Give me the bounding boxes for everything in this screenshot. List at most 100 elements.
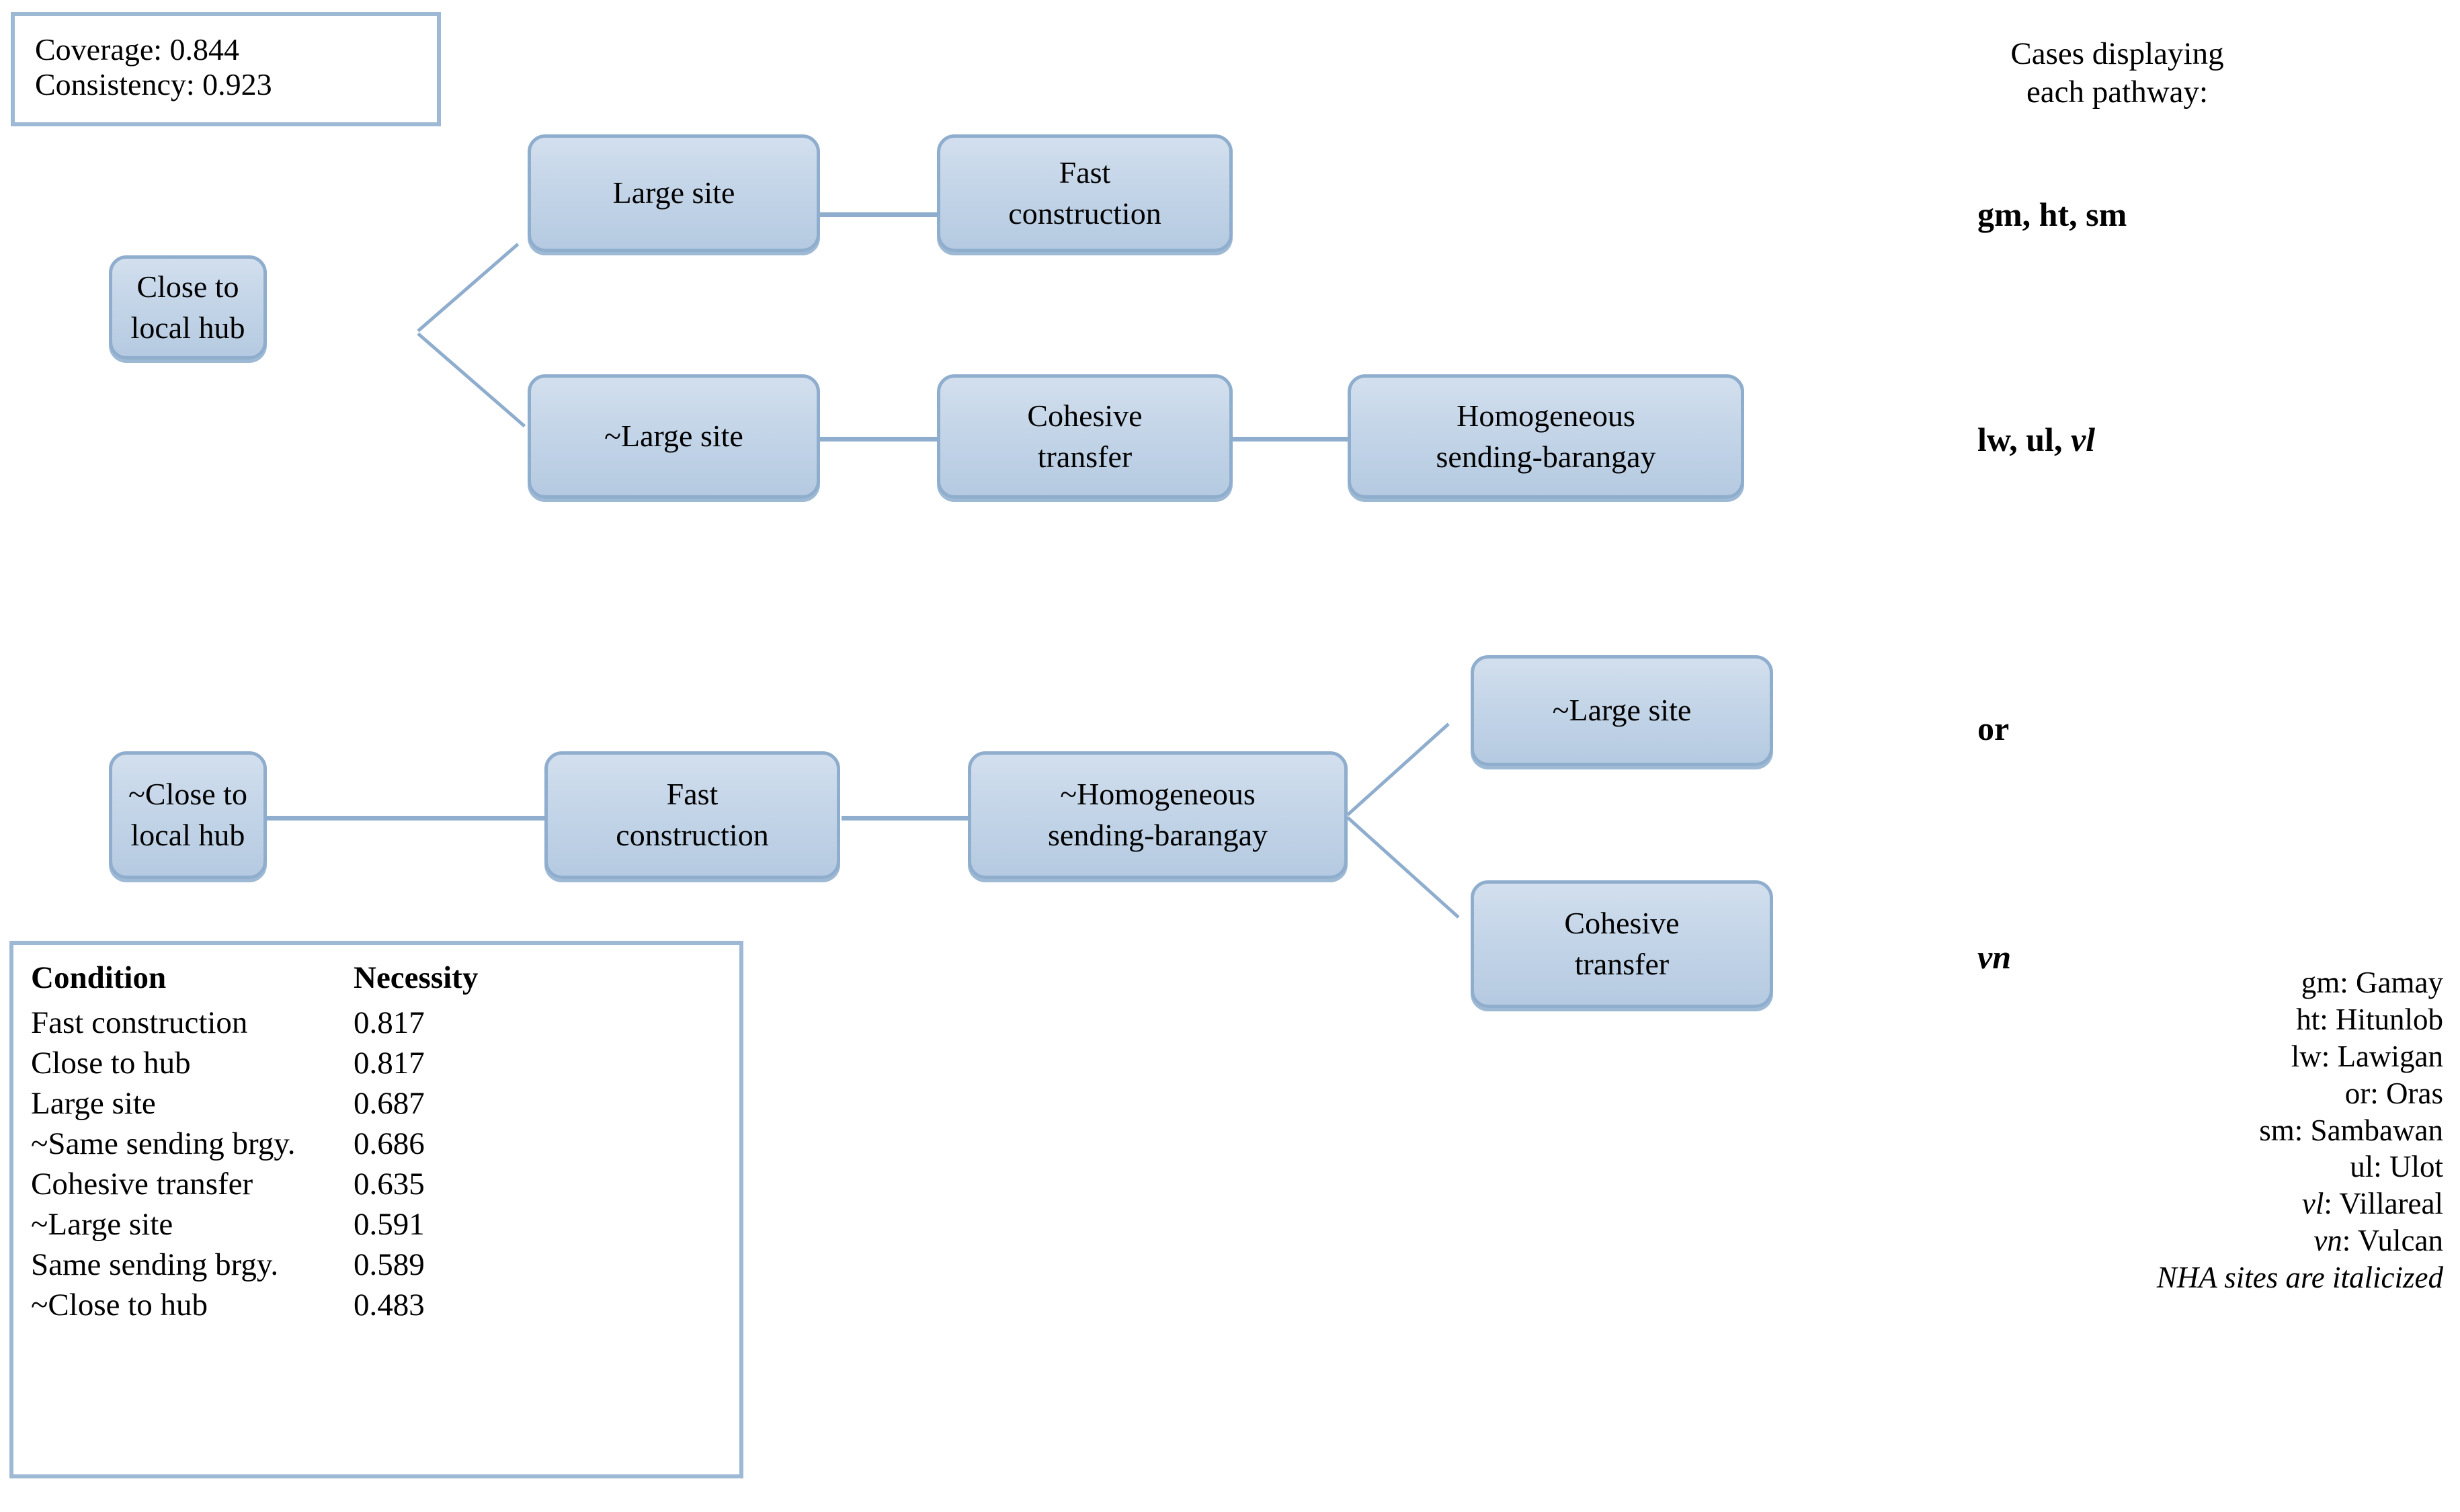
connector-not-homogeneous-to-not-large-site <box>1346 722 1450 816</box>
node-not-homogeneous-sending-barangay[interactable]: ~Homogeneous sending-barangay <box>968 751 1348 879</box>
legend-abbr: lw <box>2291 1039 2322 1073</box>
cell-condition: Cohesive transfer <box>31 1167 253 1202</box>
pathway-cases-plain: gm, ht, sm <box>1977 196 2127 233</box>
cell-necessity: 0.635 <box>354 1167 425 1202</box>
connector-root-to-not-large-site <box>417 332 526 428</box>
cell-condition: Large site <box>31 1086 156 1121</box>
node-not-close-to-local-hub[interactable]: ~Close to local hub <box>109 751 267 879</box>
pathway-cases-plain: or <box>1977 710 2010 747</box>
table-row: ~Close to hub 0.483 <box>13 1290 739 1330</box>
pathway-cases-italic: vn <box>1977 938 2011 976</box>
node-homogeneous-sending-barangay[interactable]: Homogeneous sending-barangay <box>1348 374 1744 499</box>
legend-sep: : <box>2324 1187 2340 1221</box>
necessity-table-box: Condition Necessity Fast construction 0.… <box>9 941 743 1478</box>
node-label: Large site <box>612 175 735 210</box>
legend-abbr: vn <box>2313 1224 2342 1258</box>
connector-not-close-to-fast-construction <box>255 816 546 821</box>
node-fast-construction-bottom[interactable]: Fast construction <box>544 751 840 879</box>
table-row: Large site 0.687 <box>13 1088 739 1128</box>
node-close-to-local-hub[interactable]: Close to local hub <box>109 255 267 360</box>
node-not-large-site-bottom[interactable]: ~Large site <box>1471 655 1773 766</box>
table-row: Same sending brgy. 0.589 <box>13 1249 739 1290</box>
connector-cohesive-to-homogeneous <box>1229 437 1350 442</box>
pathway-caption: Cases displaying each pathway: <box>1942 35 2292 112</box>
pathway-cases-plain: lw, ul, <box>1977 421 2071 458</box>
legend-abbr: ht <box>2296 1002 2320 1036</box>
coverage-value: Coverage: 0.844 <box>35 32 240 67</box>
legend-name: Sambawan <box>2310 1113 2443 1147</box>
connector-fast-construction-to-not-homogeneous <box>842 816 969 821</box>
cell-condition: Close to hub <box>31 1046 191 1081</box>
cell-necessity: 0.817 <box>354 1046 425 1081</box>
stats-box: Coverage: 0.844 Consistency: 0.923 <box>11 12 441 126</box>
legend-item: gm: Gamay <box>1869 964 2443 1001</box>
cell-condition: ~Same sending brgy. <box>31 1126 296 1161</box>
legend-item: sm: Sambawan <box>1869 1112 2443 1149</box>
pathway-cases-italic: vl <box>2070 421 2096 458</box>
legend-sep: : <box>2342 1224 2358 1258</box>
cell-condition: Fast construction <box>31 1005 248 1040</box>
col-header-condition: Condition <box>31 960 167 995</box>
legend-item: vl: Villareal <box>1869 1185 2443 1222</box>
legend-item: vn: Vulcan <box>1869 1222 2443 1259</box>
pathway-cases-row4: vn <box>1977 937 2011 976</box>
necessity-table: Condition Necessity Fast construction 0.… <box>13 962 739 1330</box>
legend-name: Hitunlob <box>2335 1002 2443 1036</box>
legend-sep: : <box>2294 1113 2311 1147</box>
legend-abbr: vl <box>2301 1187 2324 1221</box>
table-row: ~Large site 0.591 <box>13 1209 739 1249</box>
node-label: Fast construction <box>616 777 769 852</box>
cell-necessity: 0.817 <box>354 1005 425 1040</box>
node-label: ~Large site <box>604 419 743 454</box>
node-label: ~Homogeneous sending-barangay <box>1048 777 1268 852</box>
legend-name: Lawigan <box>2337 1039 2443 1073</box>
node-cohesive-transfer-top[interactable]: Cohesive transfer <box>937 374 1233 499</box>
pathway-cases-row3: or <box>1977 709 2009 748</box>
legend-item: lw: Lawigan <box>1869 1038 2443 1075</box>
legend-sep: : <box>2370 1076 2387 1110</box>
legend-note: NHA sites are italicized <box>2156 1261 2443 1295</box>
node-label: ~Close to local hub <box>128 777 247 852</box>
pathway-cases-row1: gm, ht, sm <box>1977 195 2127 234</box>
legend-sep: : <box>2373 1150 2389 1184</box>
pathway-caption-line1: Cases displaying <box>2010 36 2224 71</box>
table-header-row: Condition Necessity <box>13 962 739 1007</box>
cell-necessity: 0.591 <box>354 1207 425 1242</box>
table-row: ~Same sending brgy. 0.686 <box>13 1128 739 1169</box>
legend-name: Gamay <box>2356 966 2443 999</box>
connector-not-homogeneous-to-cohesive <box>1346 816 1460 919</box>
table-row: Close to hub 0.817 <box>13 1048 739 1088</box>
legend-item: ht: Hitunlob <box>1869 1001 2443 1038</box>
node-label: Fast construction <box>1008 155 1161 230</box>
node-large-site[interactable]: Large site <box>528 134 820 252</box>
col-header-necessity: Necessity <box>354 960 479 995</box>
connector-large-site-to-fast-construction <box>817 212 938 217</box>
node-fast-construction-top[interactable]: Fast construction <box>937 134 1233 252</box>
site-legend: gm: Gamay ht: Hitunlob lw: Lawigan or: O… <box>1869 964 2443 1296</box>
node-label: Cohesive transfer <box>1564 906 1680 981</box>
pathway-cases-row2: lw, ul, vl <box>1977 420 2095 459</box>
table-row: Fast construction 0.817 <box>13 1007 739 1048</box>
node-cohesive-transfer-bottom[interactable]: Cohesive transfer <box>1471 880 1773 1008</box>
legend-name: Vulcan <box>2357 1224 2443 1258</box>
legend-name: Villareal <box>2339 1187 2443 1221</box>
node-label: ~Large site <box>1552 693 1692 728</box>
legend-sep: : <box>2320 1002 2336 1036</box>
node-label: Close to local hub <box>130 269 245 345</box>
node-label: Homogeneous sending-barangay <box>1436 398 1656 474</box>
node-not-large-site-top[interactable]: ~Large site <box>528 374 820 499</box>
legend-abbr: or <box>2344 1076 2371 1110</box>
legend-name: Oras <box>2386 1076 2443 1110</box>
cell-condition: ~Large site <box>31 1207 173 1242</box>
consistency-value: Consistency: 0.923 <box>35 67 272 101</box>
legend-abbr: ul <box>2350 1150 2374 1184</box>
cell-necessity: 0.589 <box>354 1247 425 1282</box>
connector-root-to-large-site <box>417 243 520 333</box>
cell-condition: ~Close to hub <box>31 1288 208 1322</box>
cell-necessity: 0.483 <box>354 1288 425 1322</box>
node-label: Cohesive transfer <box>1027 398 1143 474</box>
table-row: Cohesive transfer 0.635 <box>13 1169 739 1209</box>
legend-sep: : <box>2321 1039 2338 1073</box>
legend-sep: : <box>2340 966 2356 999</box>
pathway-caption-line2: each pathway: <box>2026 75 2209 110</box>
